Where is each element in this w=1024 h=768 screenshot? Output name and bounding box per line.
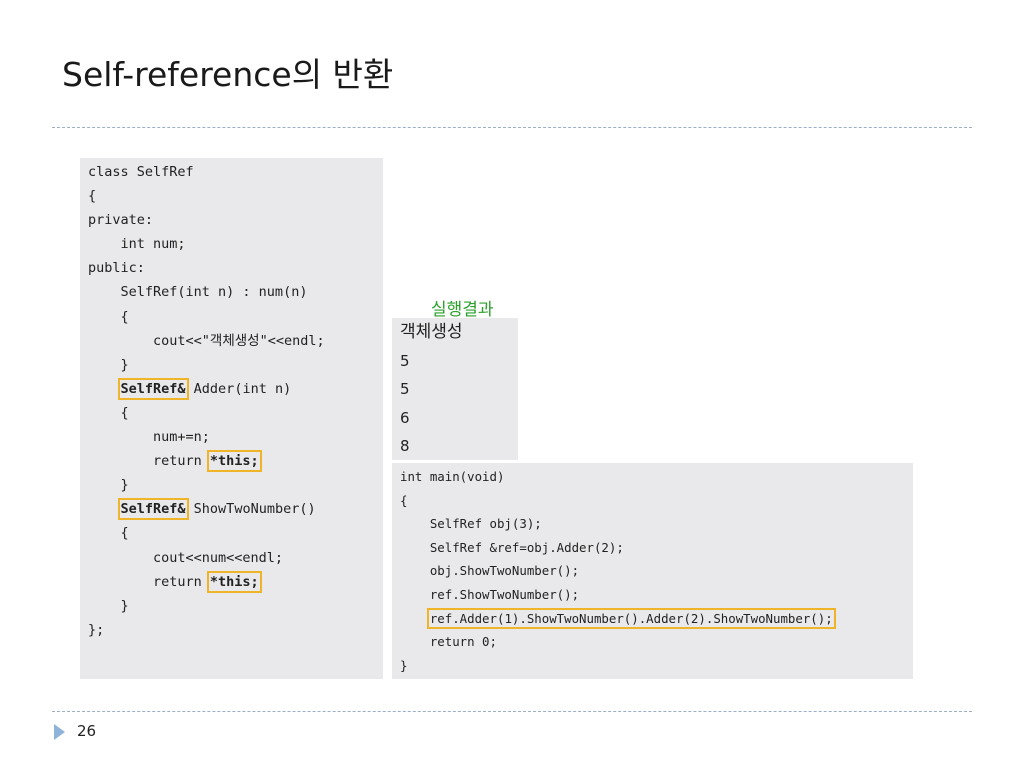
code-line: int main(void) — [400, 469, 505, 484]
output-line: 5 — [400, 380, 410, 398]
main-code-block: int main(void) { SelfRef obj(3); SelfRef … — [400, 465, 836, 677]
code-line: int num; — [88, 236, 186, 253]
output-line: 5 — [400, 351, 410, 370]
code-line: { — [400, 492, 408, 508]
code-line: { — [88, 308, 129, 325]
code-line: class SelfRef — [88, 164, 194, 180]
code-line: return *this; — [88, 449, 325, 473]
highlight-chained-call: ref.Adder(1).ShowTwoNumber().Adder(2).Sh… — [426, 607, 836, 629]
code-text: return — [88, 453, 210, 470]
highlight-return-type: SelfRef& — [117, 498, 189, 521]
code-line: ref.Adder(1).ShowTwoNumber().Adder(2).Sh… — [400, 607, 836, 631]
code-line: }; — [88, 621, 105, 638]
code-line: SelfRef &ref=obj.Adder(2); — [400, 539, 624, 555]
result-label: 실행결과 — [431, 300, 494, 320]
page-number: 26 — [77, 722, 97, 740]
code-line: private: — [88, 212, 154, 229]
class-code-panel — [80, 158, 383, 679]
code-text: ShowTwoNumber() — [185, 501, 316, 518]
code-indent — [88, 381, 121, 397]
code-line: obj.ShowTwoNumber(); — [400, 563, 580, 579]
highlight-return-this: *this; — [206, 570, 262, 593]
code-line: SelfRef& Adder(int n) — [88, 377, 325, 401]
code-line: public: — [88, 260, 145, 277]
top-divider — [52, 127, 972, 128]
output-panel — [392, 318, 518, 460]
code-line: num+=n; — [88, 429, 210, 446]
slide-title: Self-reference의 반환 — [62, 55, 394, 94]
code-text: return — [88, 573, 210, 590]
class-code-block: class SelfRef { private: int num; public: S… — [88, 160, 325, 642]
output-line: 6 — [400, 408, 410, 427]
highlight-return-type: SelfRef& — [117, 377, 189, 400]
code-line: SelfRef& ShowTwoNumber() — [88, 497, 325, 521]
output-line: 객체생성 — [400, 322, 463, 342]
code-indent — [88, 501, 121, 517]
program-output: 객체생성 5 5 6 8 — [400, 318, 463, 461]
code-line: ref.ShowTwoNumber(); — [400, 586, 580, 602]
code-text: Adder(int n) — [185, 380, 292, 397]
output-line: 8 — [400, 437, 410, 455]
triangle-bullet-icon — [54, 724, 65, 740]
code-line: return *this; — [88, 570, 325, 594]
code-line: { — [88, 404, 129, 421]
code-line: } — [400, 657, 408, 673]
code-line: SelfRef obj(3); — [400, 516, 542, 532]
code-line: SelfRef(int n) : num(n) — [88, 284, 308, 301]
code-line: cout<<"객체생성"<<endl; — [88, 332, 325, 349]
code-line: } — [88, 597, 129, 614]
code-line: } — [88, 477, 129, 494]
code-line: cout<<num<<endl; — [88, 549, 284, 566]
code-line: { — [88, 188, 97, 205]
code-indent — [400, 611, 430, 626]
highlight-return-this: *this; — [206, 450, 262, 473]
code-line: } — [88, 356, 129, 373]
bottom-divider — [52, 711, 972, 712]
code-line: return 0; — [400, 634, 497, 650]
main-code-panel — [392, 463, 913, 679]
code-line: { — [88, 525, 129, 542]
